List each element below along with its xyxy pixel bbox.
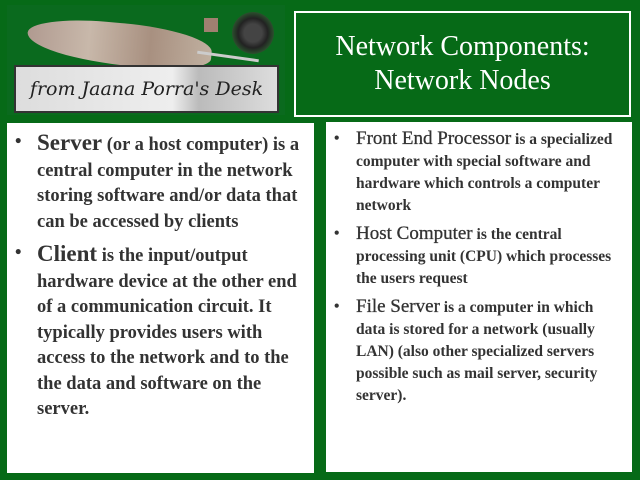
bullet: •	[334, 225, 340, 242]
bullet: •	[334, 298, 340, 315]
term: Front End Processor	[356, 128, 512, 149]
term: File Server	[356, 296, 440, 317]
term: Server	[37, 130, 103, 155]
slide-title: Network Components: Network Nodes	[294, 11, 631, 117]
description: is the input/output hardware device at t…	[37, 246, 297, 419]
right-panel: • Front End Processor is a specialized co…	[326, 122, 632, 472]
description: is a computer in which data is stored fo…	[356, 299, 598, 404]
term: Client	[37, 241, 98, 266]
cork-icon	[204, 18, 218, 32]
description: is the central processing unit (CPU) whi…	[356, 226, 612, 287]
description: (or a host computer) is a central comput…	[37, 135, 300, 232]
list-item-client: • Client is the input/output hardware dev…	[15, 241, 304, 423]
list-item-front-end-processor: • Front End Processor is a specialized co…	[334, 128, 622, 217]
term: Host Computer	[356, 223, 473, 244]
inkwell-icon	[232, 12, 274, 54]
title-line-1: Network Components:	[335, 31, 590, 62]
bullet: •	[334, 130, 340, 147]
title-line-2: Network Nodes	[374, 65, 551, 96]
logo-image: from Jaana Porra's Desk	[7, 5, 285, 115]
list-item-file-server: • File Server is a computer in which data…	[334, 296, 622, 407]
logo-banner: from Jaana Porra's Desk	[14, 65, 279, 113]
bullet: •	[15, 243, 22, 263]
bullet: •	[15, 132, 22, 152]
list-item-host-computer: • Host Computer is the central processing…	[334, 223, 622, 290]
description: is a specialized computer with special s…	[356, 131, 613, 214]
left-panel: • Server (or a host computer) is a centra…	[7, 123, 314, 473]
list-item-server: • Server (or a host computer) is a centra…	[15, 130, 304, 235]
